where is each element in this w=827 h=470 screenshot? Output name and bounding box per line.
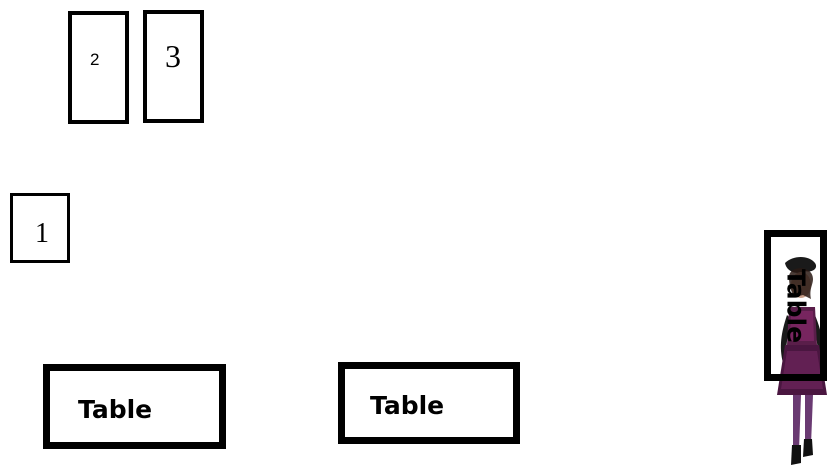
table-left-label: Table [78, 395, 152, 424]
left-leg-shape [793, 395, 801, 451]
table-right-label: Table [781, 268, 810, 342]
box-3: 3 [143, 10, 204, 123]
box-2-label: 2 [90, 50, 99, 70]
box-1-label: 1 [35, 218, 49, 250]
box-1: 1 [10, 193, 70, 263]
box-2: 2 [68, 11, 129, 124]
left-boot-shape [791, 445, 801, 465]
box-3-label: 3 [165, 38, 181, 75]
right-leg-shape [805, 395, 813, 445]
table-middle: Table [338, 362, 520, 444]
table-left: Table [43, 364, 226, 449]
right-boot-shape [803, 439, 813, 457]
table-middle-label: Table [370, 391, 444, 420]
table-right-rotated: Table [764, 230, 827, 381]
